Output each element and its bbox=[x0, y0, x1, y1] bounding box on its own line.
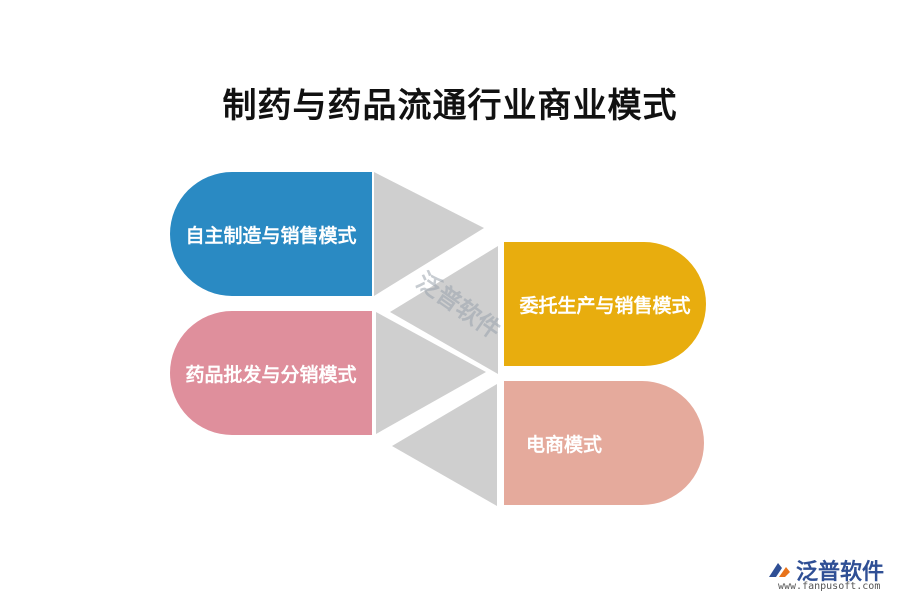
model-label: 自主制造与销售模式 bbox=[185, 224, 357, 247]
arrow-left-lower bbox=[392, 384, 497, 506]
model-ecommerce: 电商模式 bbox=[504, 381, 704, 505]
arrow-right-bottom bbox=[376, 312, 486, 434]
model-label: 药品批发与分销模式 bbox=[185, 363, 357, 386]
arrow-right-top bbox=[374, 172, 484, 296]
model-label: 委托生产与销售模式 bbox=[519, 294, 691, 317]
model-contract-manufacture-sales: 委托生产与销售模式 bbox=[504, 242, 706, 366]
model-wholesale-distribution: 药品批发与分销模式 bbox=[170, 311, 372, 435]
arrow-left-upper bbox=[390, 246, 498, 374]
footer-url: www.fanpusoft.com bbox=[778, 581, 881, 592]
brand-logo-icon bbox=[769, 563, 790, 577]
page-title: 制药与药品流通行业商业模式 bbox=[222, 86, 678, 126]
footer-brand: 泛普软件 bbox=[796, 560, 885, 585]
model-self-manufacture-sales: 自主制造与销售模式 bbox=[170, 172, 372, 296]
model-label: 电商模式 bbox=[526, 433, 603, 456]
footer-logo: 泛普软件 bbox=[766, 554, 884, 586]
